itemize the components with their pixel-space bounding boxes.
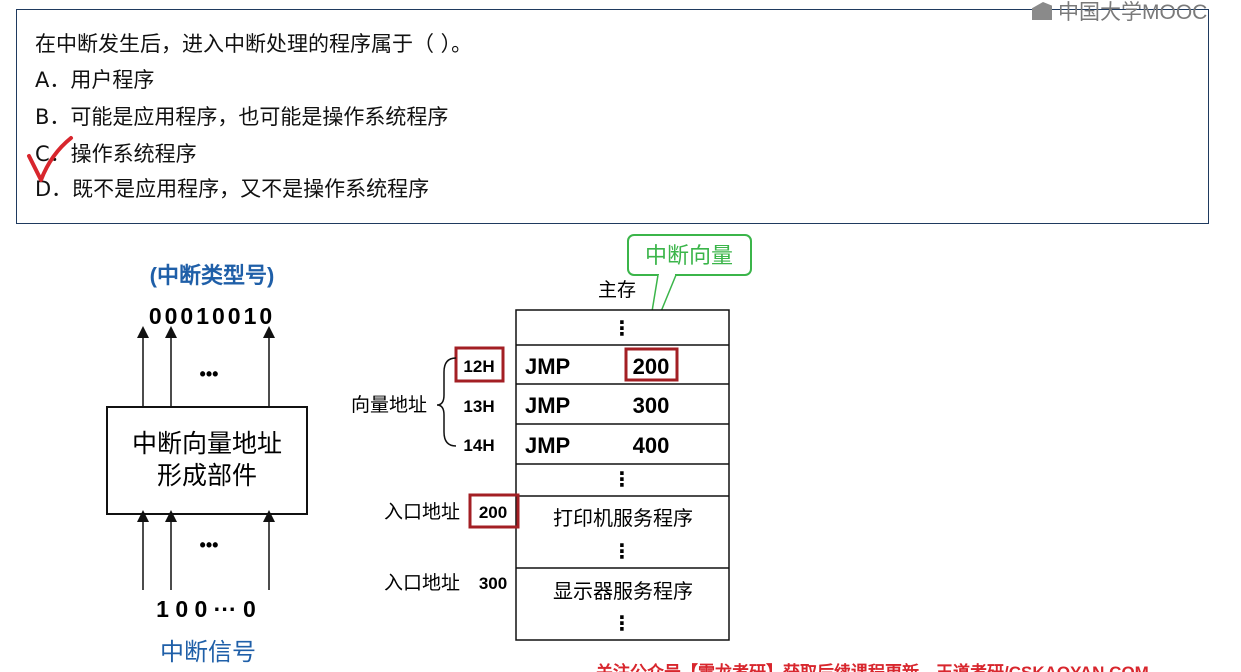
option-d[interactable]: D．既不是应用程序，又不是操作系统程序 xyxy=(35,177,430,201)
type-number-label: (中断类型号) xyxy=(150,263,275,288)
memory-vdots: ⋮ xyxy=(612,541,632,563)
unit-label-line2: 形成部件 xyxy=(157,462,257,490)
vector-callout-box xyxy=(627,234,752,276)
unit-label-line1: 中断向量地址 xyxy=(132,430,282,458)
entry1-addr: 200 xyxy=(479,503,507,522)
check-mark-icon xyxy=(27,136,73,182)
row-14h-target: 400 xyxy=(633,433,670,458)
vector-addr-label: 向量地址 xyxy=(351,394,427,416)
mooc-logo-icon xyxy=(1032,2,1052,20)
question-box: 在中断发生后，进入中断处理的程序属于（ ）。 A．用户程序 B．可能是应用程序，… xyxy=(16,9,1209,224)
question-stem: 在中断发生后，进入中断处理的程序属于（ ）。 xyxy=(35,32,473,56)
entry1-label: 入口地址 xyxy=(384,501,460,523)
signal-label: 中断信号 xyxy=(160,639,256,666)
mooc-logo: 中国大学MOOC xyxy=(1032,0,1207,24)
row-14h-op: JMP xyxy=(525,433,570,458)
vector-callout-label: 中断向量 xyxy=(645,243,733,268)
entry2-label: 入口地址 xyxy=(384,572,460,594)
main-memory xyxy=(515,309,730,641)
type-number-code: 00010010 xyxy=(149,303,275,329)
vector-address-unit xyxy=(106,406,308,515)
row-13h-op: JMP xyxy=(525,393,570,418)
option-b[interactable]: B．可能是应用程序，也可能是操作系统程序 xyxy=(35,105,449,129)
addr-12h-highlight xyxy=(454,346,505,383)
row-12h-op: JMP xyxy=(525,354,570,379)
addr-12h: 12H xyxy=(463,357,494,376)
addr-14h: 14H xyxy=(463,436,494,455)
row-13h-target: 300 xyxy=(633,393,670,418)
entry-200-highlight xyxy=(468,493,520,529)
addr-13h: 13H xyxy=(463,397,494,416)
option-a[interactable]: A．用户程序 xyxy=(35,68,155,92)
vector-brace xyxy=(436,357,457,447)
entry1-service: 打印机服务程序 xyxy=(553,507,693,530)
signal-bits: 1 0 0 ··· 0 xyxy=(156,596,256,622)
entry2-service: 显示器服务程序 xyxy=(553,580,693,603)
row-12h-target: 200 xyxy=(633,354,670,379)
memory-label: 主存 xyxy=(598,279,636,301)
mooc-logo-text: 中国大学MOOC xyxy=(1058,1,1208,24)
ellipsis-bottom: ••• xyxy=(200,535,219,555)
memory-vdots: ⋮ xyxy=(612,318,632,340)
target-200-highlight xyxy=(624,347,679,382)
entry2-addr: 300 xyxy=(479,574,507,593)
memory-vdots: ⋮ xyxy=(612,613,632,635)
footer-banner: 关注公众号【雷龙考研】获取后续课程更新，王道考研/CSKAOYAN.COM xyxy=(596,662,1149,672)
memory-vdots: ⋮ xyxy=(612,469,632,491)
ellipsis-top: ••• xyxy=(200,364,219,384)
